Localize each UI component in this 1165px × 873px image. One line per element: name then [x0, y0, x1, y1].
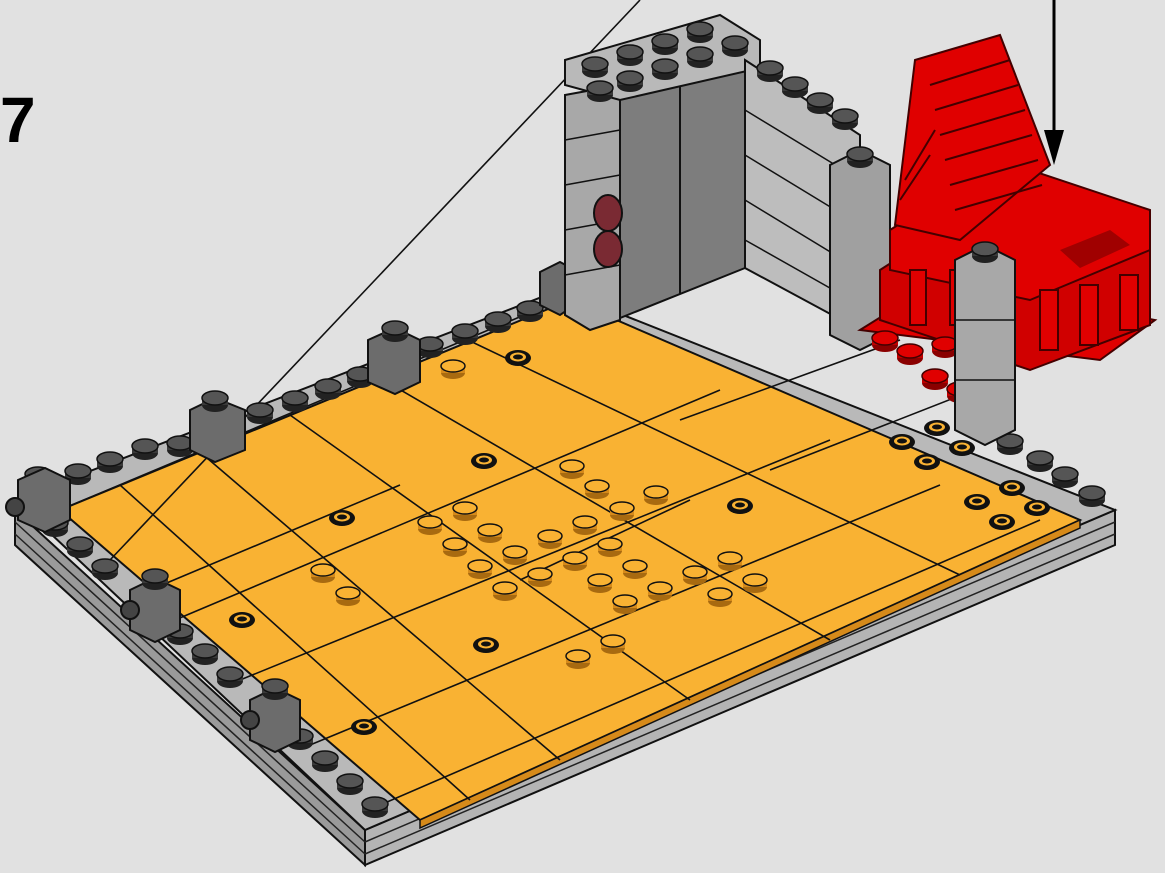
callout-arrow-icon: [1044, 0, 1064, 165]
elevator-door-frame: [565, 15, 890, 350]
light-gray-pillar: [955, 242, 1015, 445]
